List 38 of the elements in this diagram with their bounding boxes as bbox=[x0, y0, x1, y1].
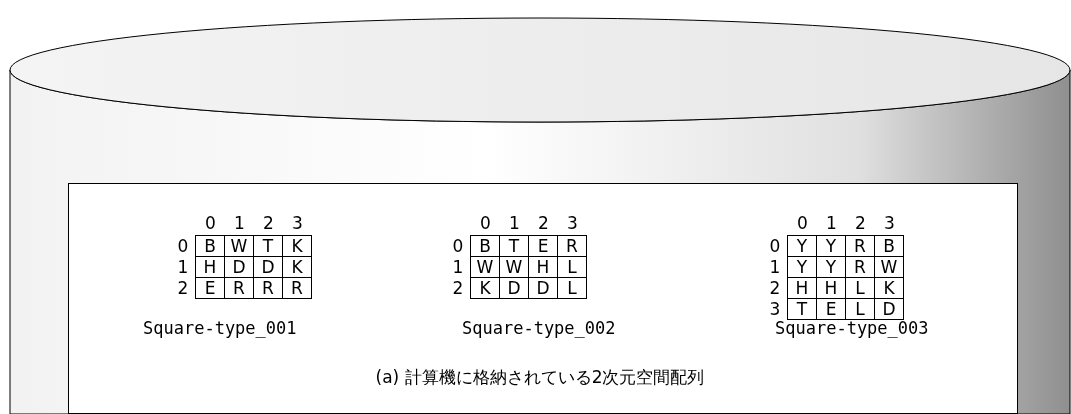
column-index: 1 bbox=[233, 213, 246, 234]
row-index: 1 bbox=[176, 257, 190, 278]
grid-cell: B bbox=[470, 235, 500, 257]
row-index: 2 bbox=[768, 278, 782, 299]
column-index: 1 bbox=[825, 213, 838, 234]
grid-cell: R bbox=[282, 277, 312, 299]
column-index: 0 bbox=[204, 213, 217, 234]
grid-cell: K bbox=[282, 235, 312, 257]
grid-cell: B bbox=[874, 235, 904, 257]
column-index: 0 bbox=[796, 213, 809, 234]
row-index: 0 bbox=[176, 236, 190, 257]
grid-cell: D bbox=[874, 298, 904, 320]
array-name: Square-type_001 bbox=[143, 318, 297, 338]
column-index: 2 bbox=[262, 213, 275, 234]
grid-cell: L bbox=[557, 277, 587, 299]
column-index: 3 bbox=[883, 213, 896, 234]
array-name: Square-type_003 bbox=[775, 318, 929, 338]
row-index: 1 bbox=[451, 257, 465, 278]
grid-cell: K bbox=[470, 277, 500, 299]
grid-cell: T bbox=[787, 298, 817, 320]
column-index: 0 bbox=[479, 213, 492, 234]
grid-cell: B bbox=[195, 235, 225, 257]
row-index: 0 bbox=[451, 236, 465, 257]
figure-caption: (a) 計算機に格納されている2次元空間配列 bbox=[374, 367, 706, 388]
column-index: 3 bbox=[566, 213, 579, 234]
grid-cell: E bbox=[195, 277, 225, 299]
array-name: Square-type_002 bbox=[462, 318, 616, 338]
grid-cell: Y bbox=[787, 235, 817, 257]
column-index: 3 bbox=[291, 213, 304, 234]
row-index: 1 bbox=[768, 257, 782, 278]
column-index: 1 bbox=[508, 213, 521, 234]
row-index: 2 bbox=[176, 278, 190, 299]
row-index: 2 bbox=[451, 278, 465, 299]
column-index: 2 bbox=[854, 213, 867, 234]
row-index: 0 bbox=[768, 236, 782, 257]
row-index: 3 bbox=[768, 299, 782, 320]
column-index: 2 bbox=[537, 213, 550, 234]
grid-cell: R bbox=[557, 235, 587, 257]
